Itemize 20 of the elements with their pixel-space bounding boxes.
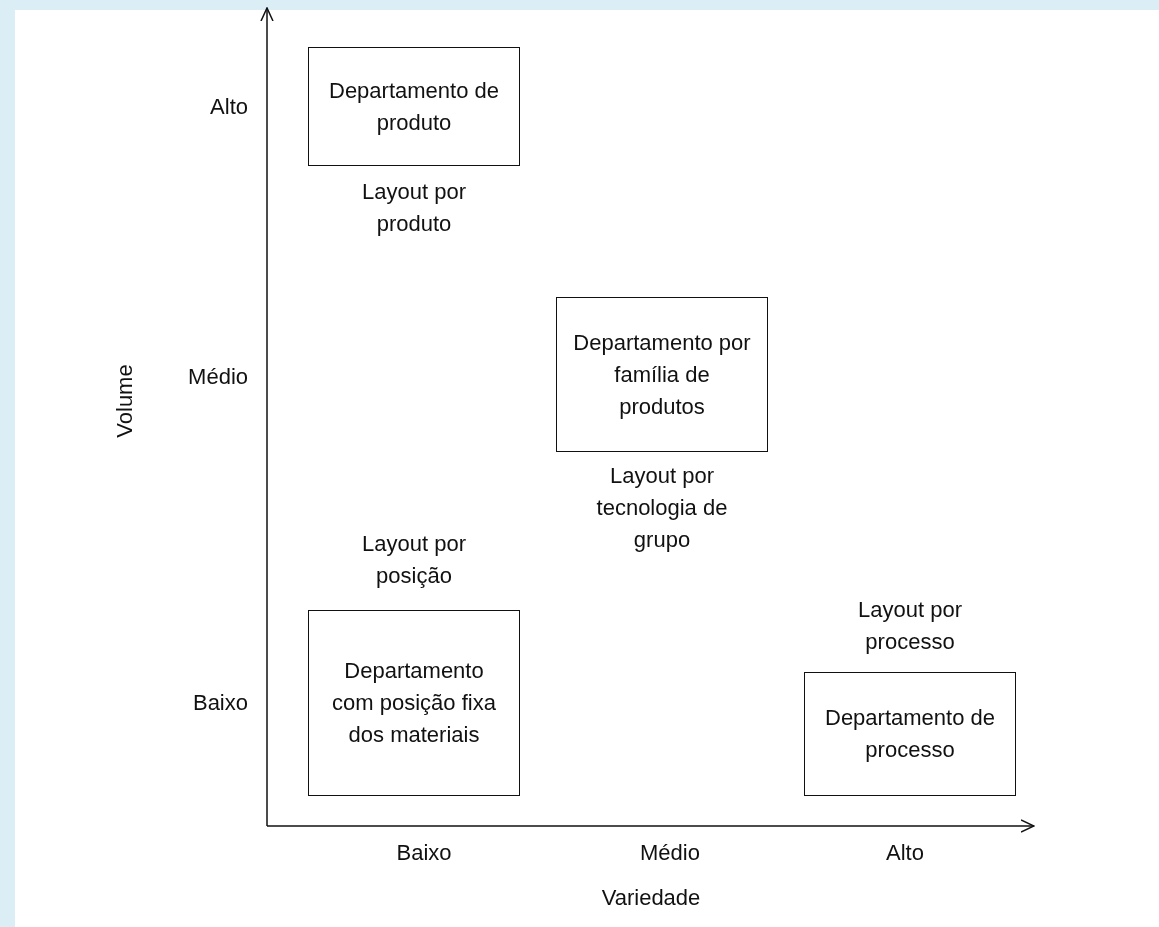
box-text: Departamento de produto (328, 76, 500, 137)
layout-caption: Layout por tecnologia de grupo (595, 462, 729, 554)
layout-caption: Layout por produto (361, 178, 467, 238)
axis-tick-label: Alto (210, 93, 248, 121)
axis-title: Volume (111, 363, 138, 440)
axis-tick-label: Baixo (395, 839, 453, 867)
department-box (804, 672, 1016, 796)
box-text: Departamento por família de produtos (572, 328, 752, 421)
axis-tick-label: Médio (188, 363, 248, 391)
axis-tick-label: Baixo (192, 689, 248, 717)
department-box (308, 47, 520, 166)
box-text: Departamento de processo (824, 704, 996, 764)
axis-tick-label: Médio (639, 839, 701, 867)
department-box (308, 610, 520, 796)
layout-caption: Layout por posição (361, 530, 467, 590)
department-box (556, 297, 768, 452)
axis-tick-label: Alto (885, 839, 925, 867)
axis-title: Variedade (600, 884, 702, 912)
layout-caption: Layout por processo (857, 596, 963, 656)
box-text: Departamento com posição fixa dos materiais (331, 657, 497, 749)
